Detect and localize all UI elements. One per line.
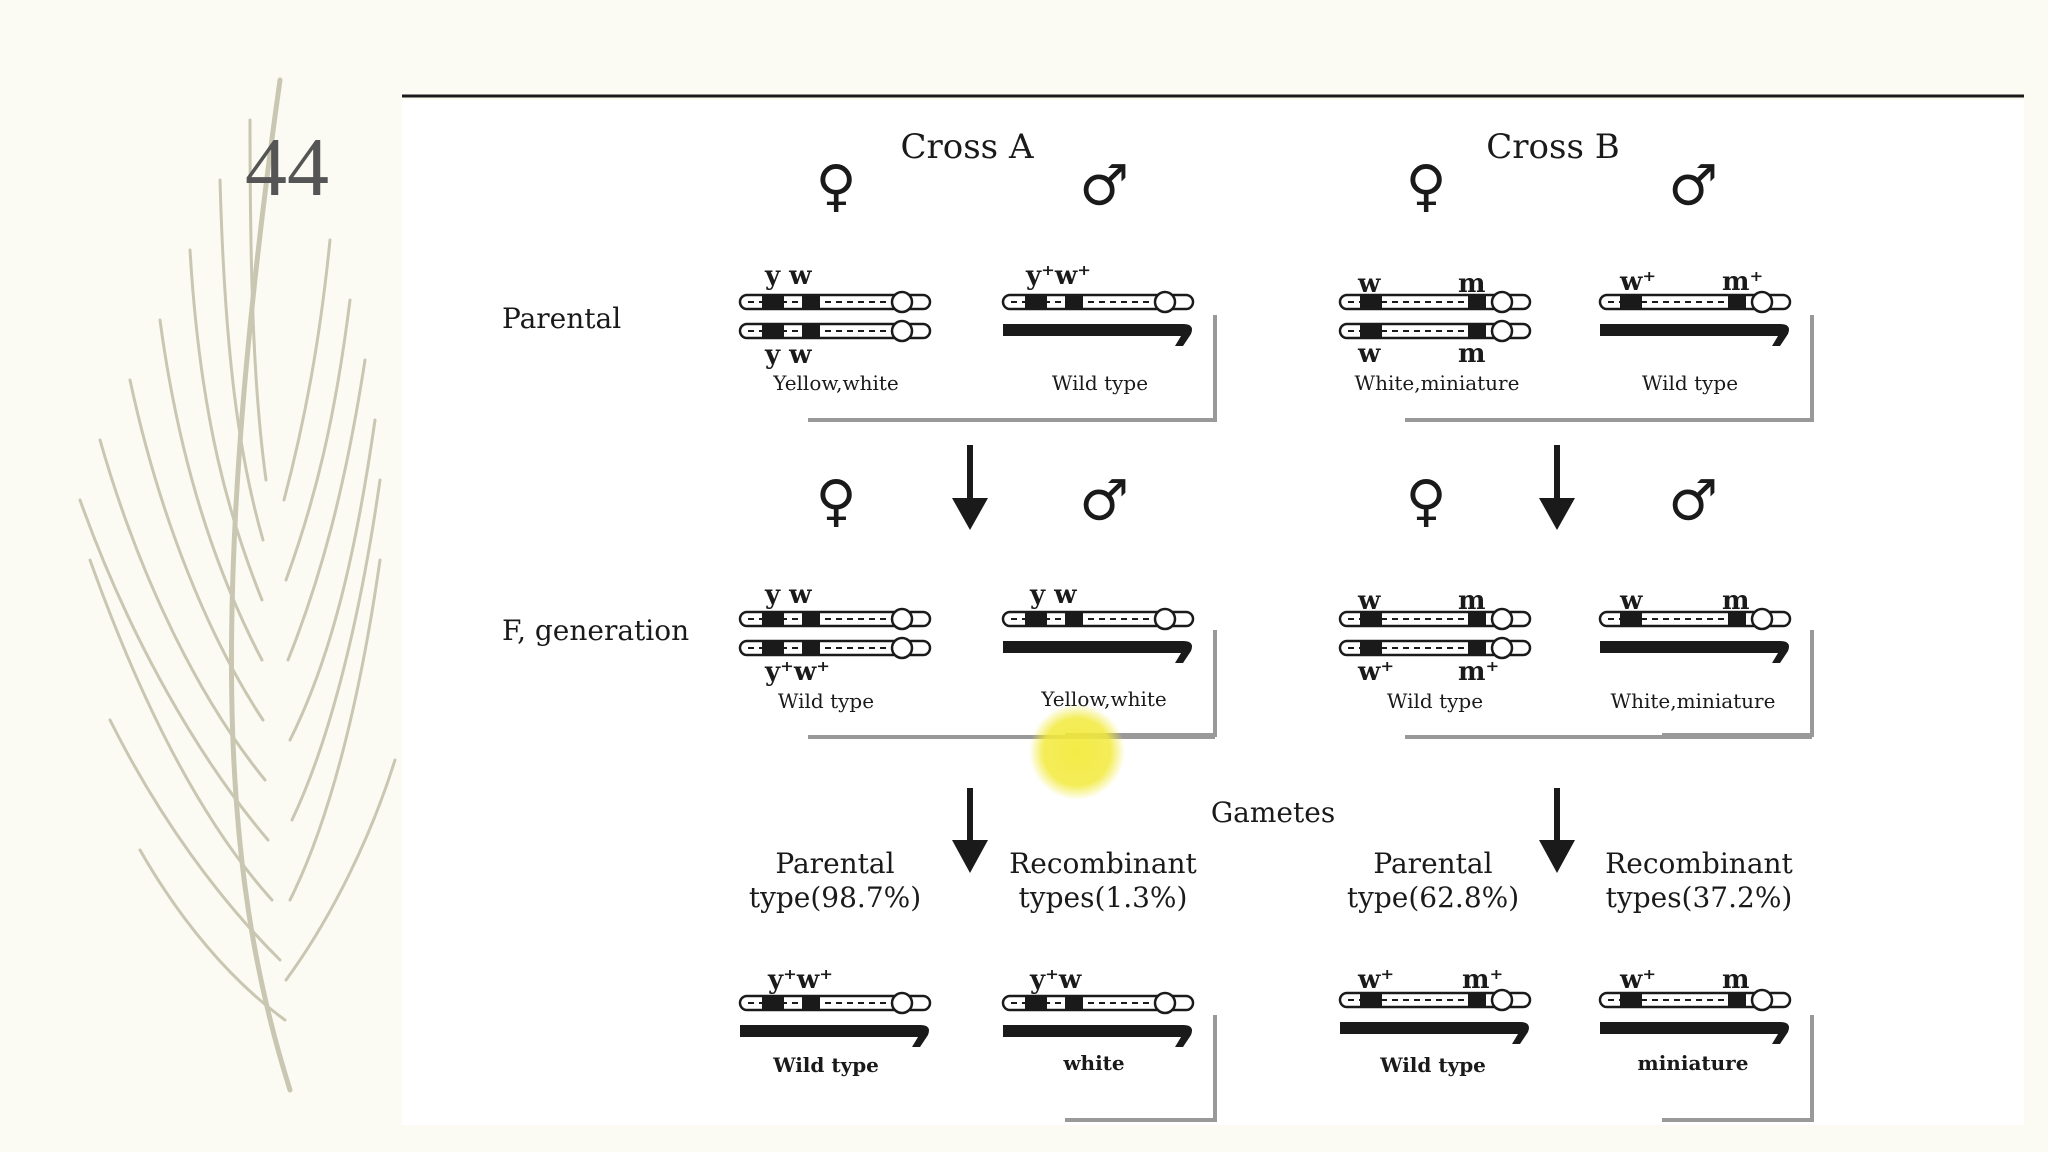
svg-text:y⁺w: y⁺w — [1029, 965, 1082, 995]
svg-text:w⁺: w⁺ — [1357, 657, 1394, 687]
male-symbol: ♂ — [1079, 469, 1129, 534]
svg-text:w⁺: w⁺ — [1619, 965, 1656, 995]
svg-text:White,miniature: White,miniature — [1611, 689, 1776, 713]
cross-a-parental-types-2: type(98.7%) — [749, 881, 921, 914]
cross-a-gamete-wild-type: y⁺w⁺ Wild type — [738, 965, 932, 1077]
cross-b-f1-female: w m w⁺ m⁺ Wild type — [1338, 586, 1532, 713]
svg-text:Wild type: Wild type — [1379, 1053, 1486, 1077]
male-symbol: ♂ — [1079, 154, 1129, 219]
cross-b-title: Cross B — [1486, 127, 1619, 167]
svg-text:Wild type: Wild type — [1642, 371, 1738, 395]
cross-a-recombinant-types-2: types(1.3%) — [1019, 881, 1188, 914]
cross-a-parental-types-1: Parental — [775, 847, 894, 880]
cross-a-parental-female: y w y w Yellow,white — [738, 261, 932, 395]
cross-b-arrow-2 — [1539, 788, 1575, 873]
row-label-f1: F, generation — [502, 614, 689, 647]
cross-a-arrow-1 — [952, 445, 988, 530]
feather-decoration — [78, 77, 397, 1093]
svg-text:m: m — [1722, 965, 1750, 995]
female-symbol: ♀ — [816, 469, 857, 534]
svg-text:white: white — [1062, 1051, 1124, 1075]
female-symbol: ♀ — [1406, 154, 1447, 219]
cross-b-parental-types-2: type(62.8%) — [1347, 881, 1519, 914]
svg-text:w⁺: w⁺ — [1619, 267, 1656, 297]
cursor-highlight — [1029, 704, 1125, 800]
cross-a-gamete-white: y⁺w white — [1001, 965, 1219, 1122]
cross-b-parental-male: w⁺ m⁺ Wild type — [1598, 267, 1816, 422]
female-symbol: ♀ — [816, 154, 857, 219]
svg-text:m⁺: m⁺ — [1722, 267, 1763, 297]
svg-text:y w: y w — [764, 340, 812, 370]
cross-b-recombinant-types-2: types(37.2%) — [1606, 881, 1793, 914]
svg-text:m: m — [1458, 339, 1486, 369]
female-symbol: ♀ — [1406, 469, 1447, 534]
svg-text:Wild type: Wild type — [778, 689, 874, 713]
cross-b-parental-female: w m w m White,miniature — [1338, 269, 1532, 395]
svg-text:miniature: miniature — [1638, 1051, 1749, 1075]
gametes-label: Gametes — [1211, 796, 1335, 829]
svg-text:Wild type: Wild type — [1387, 689, 1483, 713]
cross-b-recombinant-types-1: Recombinant — [1605, 847, 1793, 880]
svg-text:Yellow,white: Yellow,white — [772, 371, 899, 395]
male-symbol: ♂ — [1668, 469, 1718, 534]
cross-a-arrow-2 — [952, 788, 988, 873]
row-label-parental: Parental — [502, 302, 621, 335]
svg-text:m⁺: m⁺ — [1458, 657, 1499, 687]
page-number: 44 — [245, 121, 329, 214]
svg-text:Wild type: Wild type — [1052, 371, 1148, 395]
svg-text:Wild type: Wild type — [772, 1053, 879, 1077]
cross-b-arrow-1 — [1539, 445, 1575, 530]
cross-b-parental-types-1: Parental — [1373, 847, 1492, 880]
svg-text:w: w — [1357, 339, 1381, 369]
svg-text:y⁺w⁺: y⁺w⁺ — [1025, 261, 1091, 291]
svg-text:y w: y w — [1029, 580, 1077, 610]
cross-b-gamete-miniature: w⁺ m miniature — [1598, 965, 1816, 1122]
svg-text:y⁺w⁺: y⁺w⁺ — [764, 657, 830, 687]
cross-a-recombinant-types-1: Recombinant — [1009, 847, 1197, 880]
svg-text:Yellow,white: Yellow,white — [1040, 687, 1167, 711]
male-symbol: ♂ — [1668, 154, 1718, 219]
cross-a-parental-male: y⁺w⁺ Wild type — [1001, 261, 1219, 422]
svg-text:m⁺: m⁺ — [1462, 965, 1503, 995]
svg-text:White,miniature: White,miniature — [1355, 371, 1520, 395]
cross-b-gamete-wild-type: w⁺ m⁺ Wild type — [1338, 965, 1532, 1077]
svg-text:y w: y w — [764, 261, 812, 291]
cross-b-f1-male: w m White,miniature — [1598, 586, 1816, 737]
cross-a-title: Cross A — [901, 127, 1034, 167]
cross-a-f1-female: y w y⁺w⁺ Wild type — [738, 580, 932, 713]
svg-text:w⁺: w⁺ — [1357, 965, 1394, 995]
svg-text:y w: y w — [764, 580, 812, 610]
svg-text:y⁺w⁺: y⁺w⁺ — [767, 965, 833, 995]
